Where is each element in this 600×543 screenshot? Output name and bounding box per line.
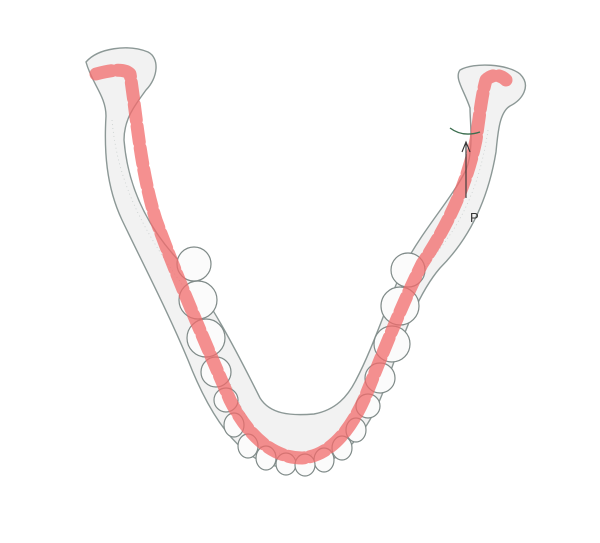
mandible-outline — [86, 48, 525, 468]
label-p: P — [470, 210, 479, 225]
